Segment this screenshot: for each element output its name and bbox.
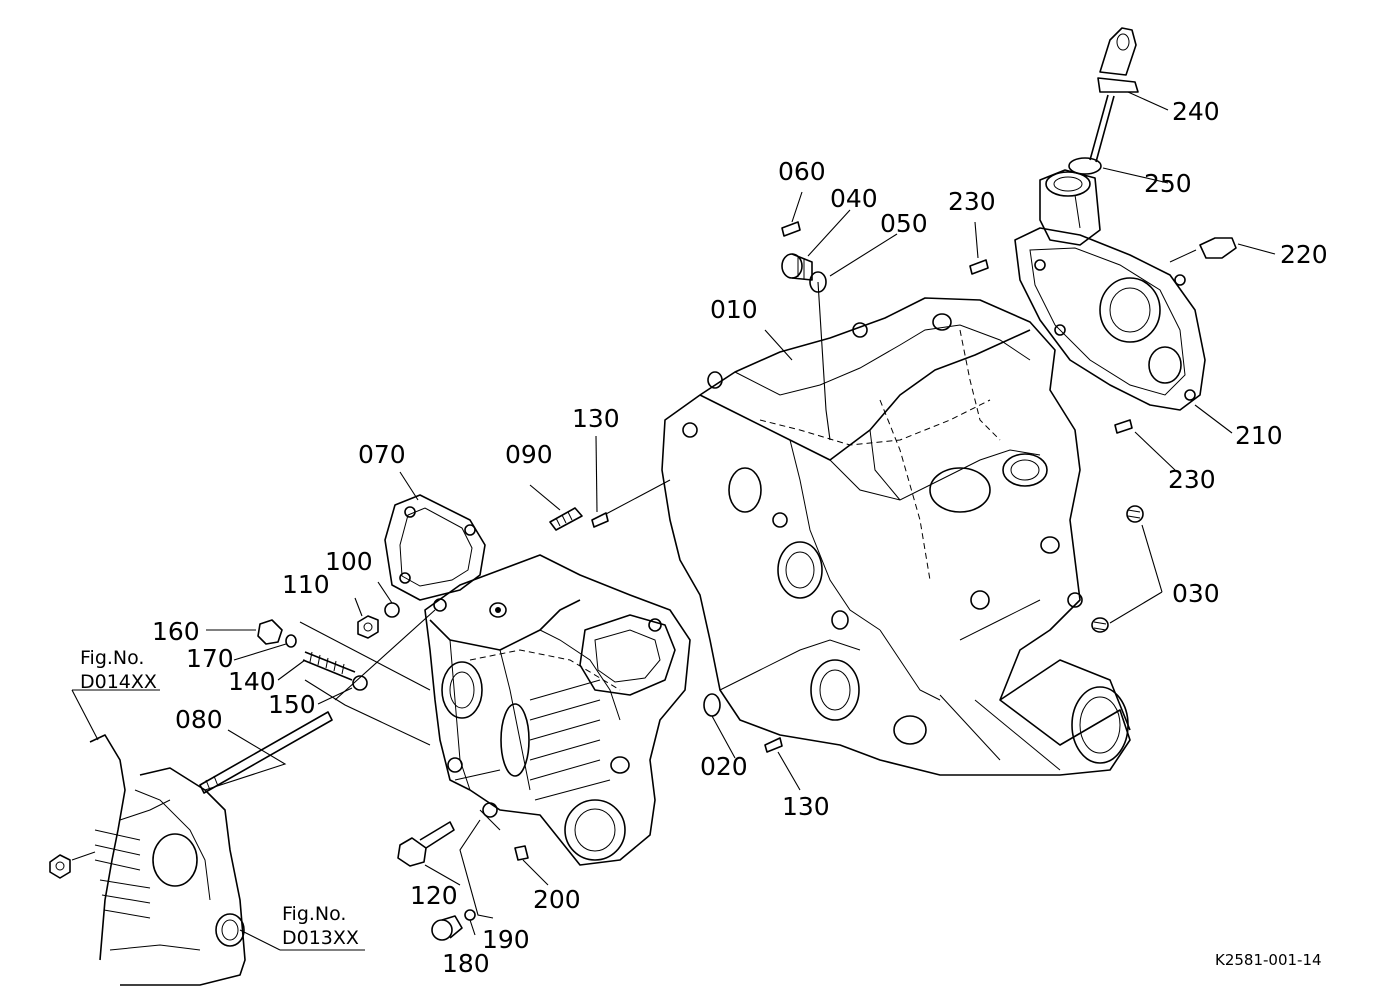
- figref-2-title: Fig.No.: [282, 903, 346, 925]
- transmission-case-010: [661, 297, 1131, 776]
- adjacent-assembly-fragment: [49, 734, 246, 986]
- label-110: 110: [282, 570, 330, 599]
- drawing-code: K2581-001-14: [1215, 951, 1322, 969]
- o-ring-050: [809, 271, 827, 293]
- figref-2-code: D013XX: [282, 927, 359, 949]
- plug-030a: [1126, 505, 1144, 523]
- dowel-pin-130a: [591, 512, 609, 528]
- dowel-pin-230a: [969, 259, 989, 275]
- o-ring-250: [1068, 157, 1102, 175]
- label-130-top: 130: [572, 404, 620, 433]
- label-100: 100: [325, 547, 373, 576]
- label-170: 170: [186, 644, 234, 673]
- spring-140: [302, 651, 356, 681]
- label-030: 030: [1172, 579, 1220, 608]
- plug-160: [257, 619, 283, 645]
- plug-030b: [1091, 617, 1109, 633]
- label-240: 240: [1172, 97, 1220, 126]
- label-190: 190: [482, 925, 530, 954]
- o-ring-190: [464, 909, 476, 921]
- label-010: 010: [710, 295, 758, 324]
- front-housing: [424, 554, 691, 866]
- dowel-pin-230b: [1114, 419, 1133, 434]
- bolt-120: [397, 821, 455, 867]
- label-040: 040: [830, 184, 878, 213]
- cover-plate-070: [384, 494, 486, 601]
- figref-1-code: D014XX: [80, 671, 157, 693]
- label-230-top: 230: [948, 187, 996, 216]
- label-150: 150: [268, 690, 316, 719]
- ball-150: [352, 675, 368, 691]
- o-ring-020: [703, 693, 721, 717]
- dipstick-240: [1089, 27, 1139, 163]
- bolt-220: [1169, 237, 1237, 263]
- o-ring-170: [285, 634, 297, 648]
- label-090: 090: [505, 440, 553, 469]
- label-080: 080: [175, 705, 223, 734]
- label-180: 180: [442, 949, 490, 978]
- label-060: 060: [778, 157, 826, 186]
- part-labels: 240 250 220 230 210 230 030 060 040 050 …: [152, 97, 1328, 978]
- plug-040: [781, 253, 813, 281]
- label-120: 120: [410, 881, 458, 910]
- plug-200: [514, 845, 529, 861]
- label-210: 210: [1235, 421, 1283, 450]
- label-070: 070: [358, 440, 406, 469]
- label-200: 200: [533, 885, 581, 914]
- stud-090: [549, 507, 583, 531]
- label-050: 050: [880, 209, 928, 238]
- label-220: 220: [1280, 240, 1328, 269]
- washer-100: [384, 602, 400, 618]
- drain-plug-180: [431, 915, 463, 941]
- nut-110: [357, 615, 379, 639]
- label-140: 140: [228, 667, 276, 696]
- figref-1-title: Fig.No.: [80, 647, 144, 669]
- dowel-pin-130b: [764, 737, 783, 753]
- pin-060: [781, 221, 801, 237]
- label-160: 160: [152, 617, 200, 646]
- label-020: 020: [700, 752, 748, 781]
- label-230-bottom: 230: [1168, 465, 1216, 494]
- leader-lines: [71, 91, 1276, 951]
- side-cover-210: [1014, 169, 1206, 411]
- figure-references: Fig.No. D014XX Fig.No. D013XX: [80, 647, 359, 949]
- label-130-bottom: 130: [782, 792, 830, 821]
- label-250: 250: [1144, 169, 1192, 198]
